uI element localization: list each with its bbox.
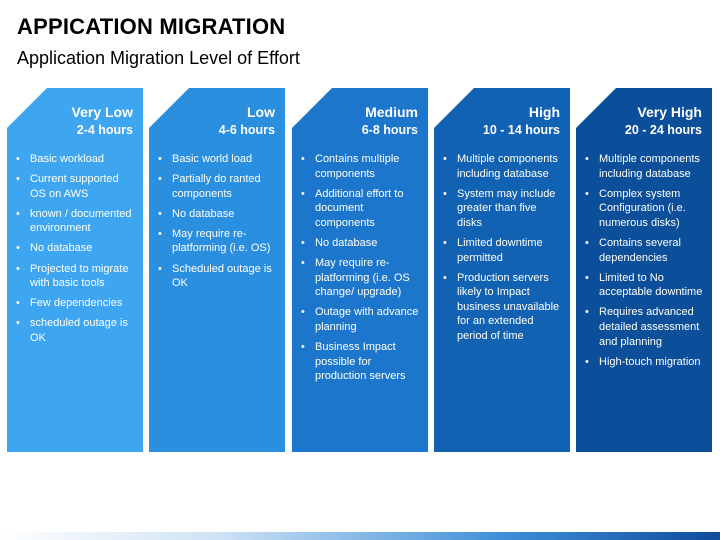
effort-hours-label: 6-8 hours <box>361 123 418 137</box>
criteria-item: No database <box>298 236 422 251</box>
criteria-list: Contains multiple componentsAdditional e… <box>298 152 422 384</box>
criteria-item: Multiple components including database <box>582 152 706 181</box>
criteria-item: May require re-platforming (i.e. OS chan… <box>298 256 422 300</box>
criteria-list: Multiple components including databaseSy… <box>440 152 564 344</box>
criteria-item: Projected to migrate with basic tools <box>13 262 137 291</box>
slide-title: APPICATION MIGRATION <box>17 14 286 39</box>
column-header-text: Low 4-6 hours <box>219 103 275 139</box>
criteria-item: Contains several dependencies <box>582 236 706 265</box>
criteria-list: Basic workloadCurrent supported OS on AW… <box>13 152 137 346</box>
bottom-gradient-bar <box>0 532 720 540</box>
effort-column-very-high: Very High 20 - 24 hoursMultiple component… <box>576 88 712 452</box>
column-header-text: Very Low 2-4 hours <box>72 103 133 139</box>
effort-hours-label: 10 - 14 hours <box>482 123 560 137</box>
criteria-item: Production servers likely to Impact busi… <box>440 271 564 344</box>
effort-level-label: Very Low <box>71 104 133 120</box>
criteria-item: Basic workload <box>13 152 137 167</box>
criteria-item: Basic world load <box>155 152 279 167</box>
column-header-text: Medium 6-8 hours <box>362 103 418 139</box>
column-header-shape <box>7 88 143 144</box>
column-header-shape <box>434 88 570 144</box>
column-header-shape <box>576 88 712 144</box>
column-body: Multiple components including databaseSy… <box>434 144 570 452</box>
criteria-item: No database <box>155 207 279 222</box>
effort-hours-label: 2-4 hours <box>76 123 133 137</box>
criteria-item: Current supported OS on AWS <box>13 172 137 201</box>
column-body: Multiple components including databaseCo… <box>576 144 712 452</box>
effort-hours-label: 20 - 24 hours <box>624 123 702 137</box>
criteria-item: Partially do ranted components <box>155 172 279 201</box>
effort-level-label: Low <box>247 104 275 120</box>
column-body: Basic world loadPartially do ranted comp… <box>149 144 285 452</box>
slide-subtitle: Application Migration Level of Effort <box>17 48 300 68</box>
criteria-list: Basic world loadPartially do ranted comp… <box>155 152 279 291</box>
criteria-item: Few dependencies <box>13 296 137 311</box>
effort-column-medium: Medium 6-8 hoursContains multiple compone… <box>292 88 428 452</box>
column-header-text: High 10 - 14 hours <box>483 103 560 139</box>
effort-column-very-low: Very Low 2-4 hoursBasic workloadCurrent s… <box>7 88 143 452</box>
criteria-item: Additional effort to document components <box>298 187 422 231</box>
criteria-item: Outage with advance planning <box>298 305 422 334</box>
criteria-item: Complex system Configuration (i.e. numer… <box>582 187 706 231</box>
criteria-list: Multiple components including databaseCo… <box>582 152 706 369</box>
effort-column-low: Low 4-6 hoursBasic world loadPartially do… <box>149 88 285 452</box>
criteria-item: Multiple components including database <box>440 152 564 181</box>
criteria-item: No database <box>13 241 137 256</box>
effort-level-label: High <box>528 104 560 120</box>
criteria-item: May require re-platforming (i.e. OS) <box>155 227 279 256</box>
effort-column-high: High 10 - 14 hoursMultiple components inc… <box>434 88 570 452</box>
criteria-item: Requires advanced detailed assessment an… <box>582 305 706 349</box>
criteria-item: scheduled outage is OK <box>13 316 137 345</box>
column-header-shape <box>292 88 428 144</box>
column-header-text: Very High 20 - 24 hours <box>625 103 702 139</box>
criteria-item: Contains multiple components <box>298 152 422 181</box>
effort-level-label: Medium <box>365 104 418 120</box>
column-body: Basic workloadCurrent supported OS on AW… <box>7 144 143 452</box>
criteria-item: Business Impact possible for production … <box>298 340 422 384</box>
effort-level-label: Very High <box>637 104 702 120</box>
column-header-shape <box>149 88 285 144</box>
effort-hours-label: 4-6 hours <box>218 123 275 137</box>
criteria-item: Scheduled outage is OK <box>155 262 279 291</box>
criteria-item: Limited downtime permitted <box>440 236 564 265</box>
criteria-item: Limited to No acceptable downtime <box>582 271 706 300</box>
criteria-item: known / documented environment <box>13 207 137 236</box>
criteria-item: High-touch migration <box>582 355 706 370</box>
column-body: Contains multiple componentsAdditional e… <box>292 144 428 452</box>
criteria-item: System may include greater than five dis… <box>440 187 564 231</box>
